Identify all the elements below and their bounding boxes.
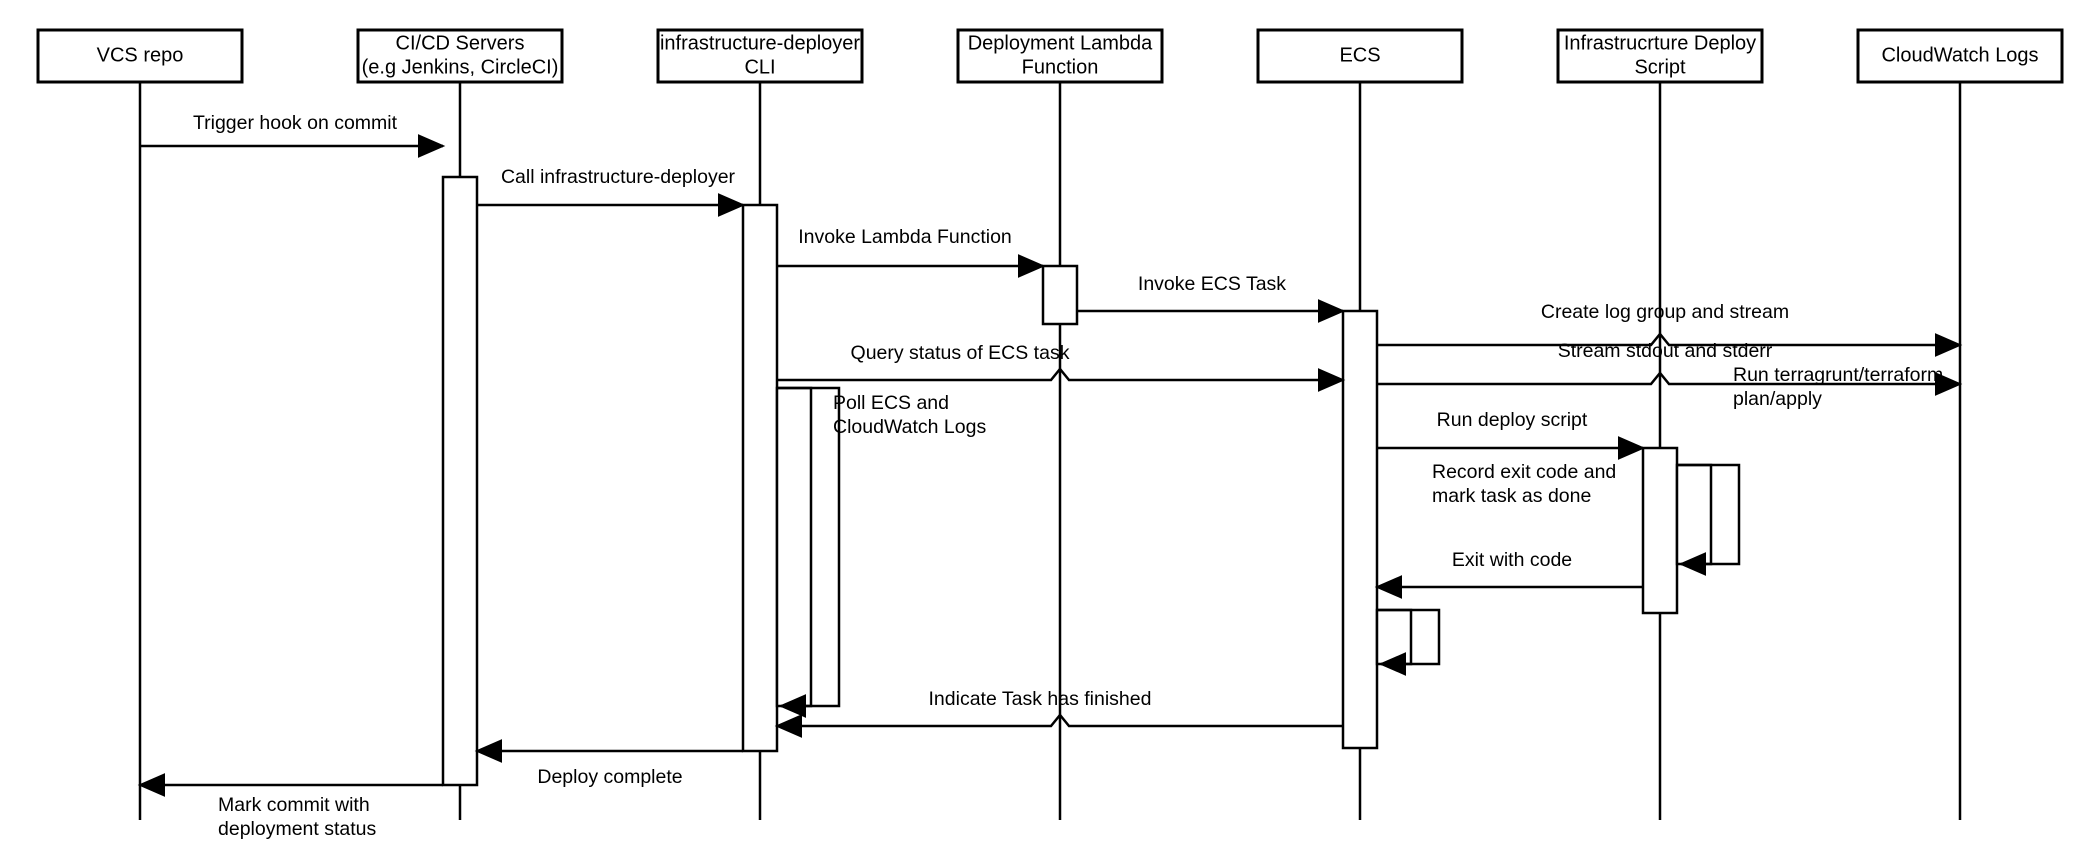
message-label-msg-exit-with-code: Exit with code [1452,549,1572,571]
message-arrow-msg-record-exit-code [1377,608,1441,676]
message-msg-query-status[interactable]: Query status of ECS task [777,342,1346,392]
activation-bar-act-ecs[interactable] [1341,309,1379,750]
lifeline-cwlogs[interactable]: CloudWatch Logs [1856,28,2064,820]
message-label-msg-trigger-hook: Trigger hook on commit [193,112,398,134]
lifeline-label-cicd: CI/CD Servers [396,32,525,54]
message-label-msg-invoke-lambda: Invoke Lambda Function [798,226,1012,248]
message-msg-exit-with-code[interactable]: Exit with code [1374,549,1643,599]
message-label-msg-run-terragrunt: plan/apply [1733,388,1822,410]
message-label-msg-record-exit-code: mark task as done [1432,485,1591,507]
message-label-msg-mark-commit: Mark commit with [218,794,370,816]
message-label-msg-poll-ecs: CloudWatch Logs [833,416,986,438]
message-msg-create-log-group[interactable]: Create log group and stream [1377,301,1963,357]
lifeline-header-box-ecs[interactable] [1256,28,1464,84]
message-label-msg-invoke-ecs-task: Invoke ECS Task [1138,273,1286,295]
message-arrow-msg-poll-ecs [777,386,841,718]
message-label-msg-call-deployer: Call infrastructure-deployer [501,166,736,188]
lifeline-label-lambda: Deployment Lambda [968,32,1153,54]
lifeline-label-cwlogs: CloudWatch Logs [1881,44,2038,66]
message-label-msg-run-deploy-script: Run deploy script [1437,409,1588,431]
lifeline-cicd[interactable]: CI/CD Servers(e.g Jenkins, CircleCI) [356,28,564,820]
activation-bar-act-script[interactable] [1641,446,1679,615]
message-label-msg-create-log-group: Create log group and stream [1541,301,1789,323]
lifeline-label-vcs: VCS repo [97,44,184,66]
activation-bar-act-script-self[interactable] [1675,463,1713,566]
lifeline-header-box-cicd[interactable] [356,28,564,84]
message-arrow-msg-create-log-group [1377,332,1963,357]
message-msg-trigger-hook[interactable]: Trigger hook on commit [140,112,446,158]
activation-bar-act-cli-self[interactable] [775,386,813,708]
message-msg-indicate-task-finished[interactable]: Indicate Task has finished [774,688,1343,738]
lifelines-layer: VCS repo CI/CD Servers(e.g Jenkins, Circl… [36,28,2064,820]
message-label-msg-query-status: Query status of ECS task [851,342,1070,364]
lifeline-header-box-lambda[interactable] [956,28,1164,84]
lifeline-label-ecs: ECS [1339,44,1380,66]
message-arrow-msg-query-status [777,367,1346,392]
message-msg-run-deploy-script[interactable]: Run deploy script [1377,409,1646,460]
lifeline-header-box-deploy_script[interactable] [1556,28,1764,84]
activation-bar-act-cicd[interactable] [441,175,479,787]
message-msg-call-deployer[interactable]: Call infrastructure-deployer [477,166,746,217]
lifeline-label-deploy_script: Script [1634,56,1686,78]
lifeline-vcs[interactable]: VCS repo [36,28,244,820]
activation-bar-act-cli[interactable] [741,203,779,753]
message-label-msg-deploy-complete: Deploy complete [537,766,682,788]
lifeline-label-deploy_script: Infrastrucrture Deploy [1564,32,1756,54]
message-label-msg-poll-ecs: Poll ECS and [833,392,949,414]
message-msg-stream-stdout[interactable]: Stream stdout and stderr [1377,340,1963,396]
message-label-msg-mark-commit: deployment status [218,818,377,840]
message-label-msg-indicate-task-finished: Indicate Task has finished [929,688,1152,710]
lifeline-label-cli: infrastructure-deployer [660,32,860,54]
message-label-msg-run-terragrunt: Run terragrunt/terraform [1733,364,1943,386]
activations-layer [441,175,1713,787]
activation-bar-act-ecs-self[interactable] [1375,608,1413,666]
message-msg-deploy-complete[interactable]: Deploy complete [474,739,743,788]
lifeline-label-cli: CLI [744,56,775,78]
lifeline-header-box-cli[interactable] [656,28,864,84]
lifeline-header-box-vcs[interactable] [36,28,244,84]
lifeline-label-cicd: (e.g Jenkins, CircleCI) [362,56,559,78]
message-arrow-msg-run-terragrunt [1677,463,1741,576]
lifeline-label-lambda: Function [1022,56,1099,78]
message-label-msg-stream-stdout: Stream stdout and stderr [1558,340,1773,362]
message-arrow-msg-stream-stdout [1377,371,1963,396]
message-arrow-msg-indicate-task-finished [774,713,1343,738]
message-msg-invoke-ecs-task[interactable]: Invoke ECS Task [1077,273,1346,323]
message-label-msg-record-exit-code: Record exit code and [1432,461,1616,483]
message-msg-invoke-lambda[interactable]: Invoke Lambda Function [777,226,1046,278]
lifeline-header-box-cwlogs[interactable] [1856,28,2064,84]
activation-bar-act-lambda[interactable] [1041,264,1079,326]
